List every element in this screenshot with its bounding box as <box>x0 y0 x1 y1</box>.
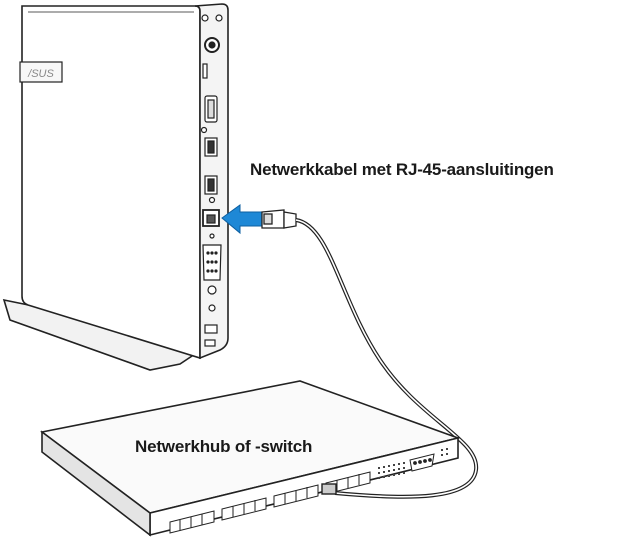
brand-plate <box>19 61 63 83</box>
pc-ports <box>200 14 223 347</box>
hub-vents <box>378 448 448 479</box>
pc-body <box>21 5 201 360</box>
rj45-plug-pc <box>261 209 297 229</box>
rj45-plug-hub <box>321 483 337 495</box>
hub-ports <box>169 471 371 534</box>
cable-label: Netwerkkabel met RJ-45-aansluitingen <box>250 160 554 179</box>
hub-label: Netwerkhub of -switch <box>135 437 313 456</box>
mini-pc: /SUS <box>2 3 229 371</box>
hub-serial-port <box>409 453 435 472</box>
brand-logo: /SUS <box>27 68 54 80</box>
hub-side <box>41 430 151 537</box>
